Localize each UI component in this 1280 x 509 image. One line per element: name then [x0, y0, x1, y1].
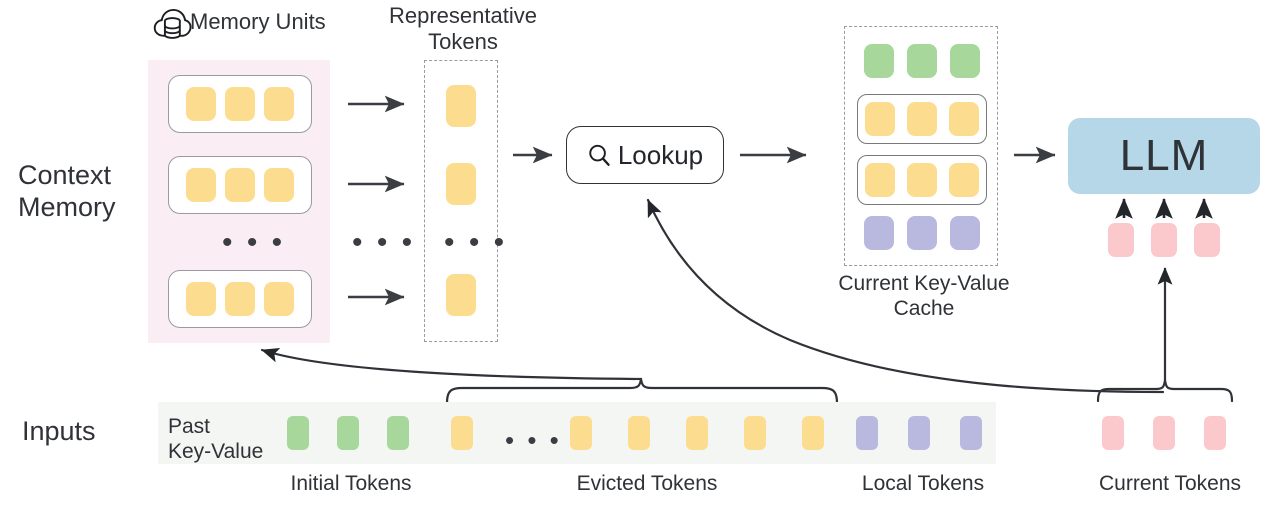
input-token-local [908, 416, 930, 450]
input-token-evicted [570, 416, 592, 450]
kv-token [950, 216, 980, 250]
llm-input-token [1108, 223, 1134, 257]
memory-token [264, 87, 294, 121]
evicted-to-context-memory-curve [260, 348, 643, 381]
caption-current-tokens: Current Tokens [1098, 472, 1242, 495]
cloud-database-icon [152, 4, 192, 44]
llm-input-token-row [1108, 222, 1220, 258]
input-token-evicted [686, 416, 708, 450]
kv-cache-box [844, 26, 998, 266]
input-token-evicted [802, 416, 824, 450]
caption-initial-tokens: Initial Tokens [290, 472, 412, 495]
row-label-inputs: Inputs [22, 416, 96, 446]
llm-input-token [1151, 223, 1177, 257]
input-token-evicted [628, 416, 650, 450]
llm-label: LLM [1119, 131, 1209, 180]
memory-unit[interactable] [168, 156, 312, 214]
memory-token [225, 168, 255, 202]
representative-token [446, 163, 476, 205]
kv-token [864, 44, 894, 78]
kv-token [950, 44, 980, 78]
memory-token [264, 168, 294, 202]
kv-token [949, 163, 979, 197]
arrow-column-ellipsis: • • • [352, 226, 416, 259]
input-token-initial [387, 416, 409, 450]
input-token-initial [287, 416, 309, 450]
kv-cache-row-retrieved-2 [857, 155, 987, 205]
memory-token [264, 282, 294, 316]
representative-token [446, 274, 476, 316]
kv-token [865, 163, 895, 197]
llm-block[interactable]: LLM [1068, 118, 1260, 194]
kv-cache-row-initial [864, 44, 980, 78]
kv-cache-row-local [864, 216, 980, 250]
lookup-label: Lookup [617, 139, 704, 170]
representative-tokens-label: Representative Tokens [389, 3, 537, 54]
search-icon [587, 143, 612, 168]
memory-unit[interactable] [168, 75, 312, 133]
representative-token [446, 85, 476, 127]
memory-token [186, 168, 216, 202]
kv-cache-label: Current Key-Value Cache [838, 272, 1010, 320]
kv-token [907, 102, 937, 136]
memunit-to-reptoken-arrows [348, 95, 405, 306]
memory-token [186, 87, 216, 121]
kv-token [949, 102, 979, 136]
memory-units-label: Memory Units [190, 9, 326, 34]
representative-tokens-ellipsis: • • • [444, 226, 508, 259]
lookup-button[interactable]: Lookup [566, 126, 724, 184]
representative-tokens-box [424, 60, 498, 342]
kv-token [864, 216, 894, 250]
evicted-tokens-brace [445, 377, 839, 405]
input-token-current [1102, 416, 1124, 450]
memory-token [225, 282, 255, 316]
caption-local-tokens: Local Tokens [861, 472, 985, 495]
caption-evicted-tokens: Evicted Tokens [576, 472, 718, 495]
memory-unit[interactable] [168, 270, 312, 328]
current-tokens-brace [1096, 378, 1234, 403]
kv-token [865, 102, 895, 136]
input-token-current [1204, 416, 1226, 450]
input-token-evicted [744, 416, 766, 450]
current-tokens-to-llm-arrows [1115, 197, 1213, 219]
kv-token [907, 44, 937, 78]
current-token-row [1102, 416, 1226, 450]
llm-input-token [1194, 223, 1220, 257]
input-token-local [960, 416, 982, 450]
memory-token [225, 87, 255, 121]
row-label-context-memory: Context Memory [18, 160, 116, 222]
past-key-value-label: Past Key-Value [168, 415, 264, 463]
kv-cache-row-retrieved-1 [857, 94, 987, 144]
input-token-current [1153, 416, 1175, 450]
inputs-ellipsis: • • • [505, 425, 562, 455]
input-token-initial [337, 416, 359, 450]
memory-token [186, 282, 216, 316]
kv-token [907, 216, 937, 250]
input-token-local [856, 416, 878, 450]
kv-token [907, 163, 937, 197]
input-token-evicted [451, 416, 473, 450]
context-memory-ellipsis: • • • [222, 226, 286, 259]
